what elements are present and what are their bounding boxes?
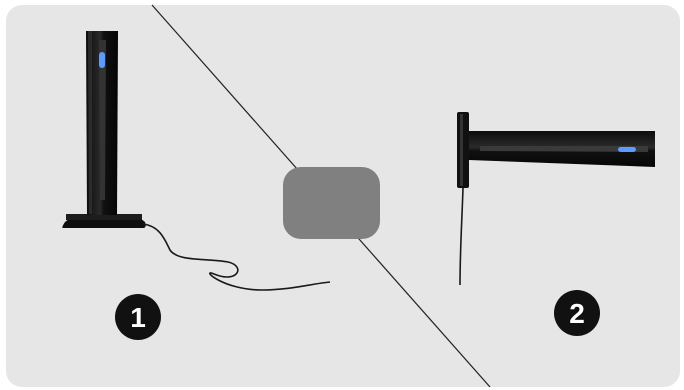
option-label-2: 2 — [569, 298, 585, 329]
option-badge-2: 2 — [554, 290, 600, 336]
option-label-1: 1 — [130, 302, 146, 333]
center-device-box — [283, 167, 380, 239]
led-indicator — [99, 52, 105, 68]
option-badge-1: 1 — [115, 294, 161, 340]
led-indicator-2 — [618, 147, 636, 152]
